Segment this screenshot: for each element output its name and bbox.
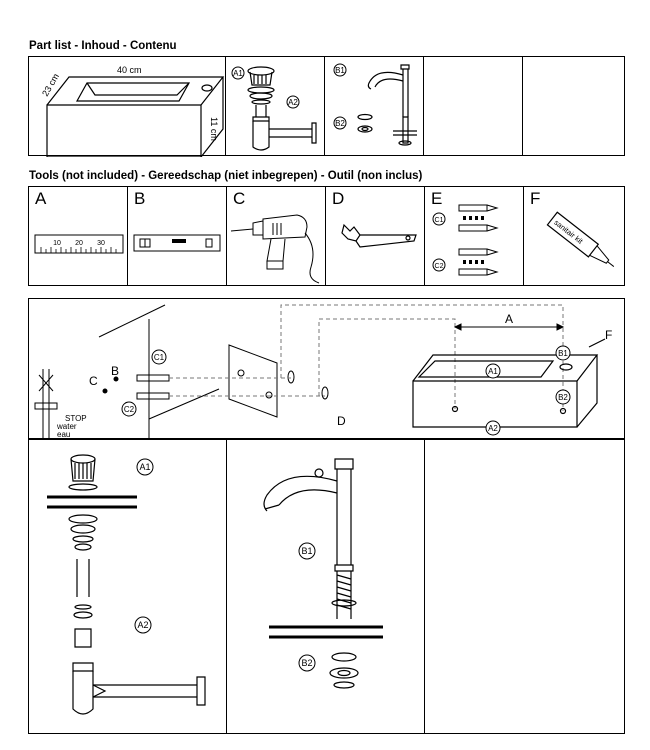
drill-icon [230, 214, 320, 284]
ruler-label-20: 20 [75, 240, 83, 247]
assembly-b2-label: B2 [301, 658, 312, 668]
ruler-label-10: 10 [53, 240, 61, 247]
drain-assembly-drawing: A1 A2 [47, 454, 206, 715]
ruler-label-30: 30 [97, 240, 105, 247]
tool-plugs-cell: E C1 C2 [425, 187, 524, 285]
sealant-tube-icon: sanitair kit [546, 211, 615, 267]
tool-f-letter: F [530, 189, 541, 208]
assembly-empty-cell [425, 439, 623, 733]
tools-heading: Tools (not included) - Gereedschap (niet… [29, 170, 423, 182]
part-empty-cell-2 [523, 57, 623, 155]
basin-drawing: 40 cm 23 cm 11 cm [40, 65, 225, 157]
part-list-heading: Part list - Inhoud - Contenu [29, 40, 177, 52]
tool-ruler-cell: A 10 20 30 [29, 187, 128, 285]
basin-depth-label: 23 cm [40, 72, 61, 98]
mount-b2-label: B2 [558, 393, 568, 402]
drain-assembly-cell: A1 A2 [29, 439, 227, 733]
wall-plugs-icon: C1 C2 [432, 204, 499, 276]
assembly-a2-label: A2 [137, 620, 148, 630]
water-label: water [56, 422, 77, 431]
tool-b-letter: B [134, 189, 146, 208]
tool-drill-cell: C [227, 187, 326, 285]
mount-c-label: C [89, 374, 98, 388]
mount-a2-label: A2 [488, 424, 498, 433]
mount-d-label: D [337, 414, 346, 428]
part-drain-cell: A1 A2 [226, 57, 325, 155]
part-basin-cell: 40 cm 23 cm 11 cm [29, 57, 226, 157]
part-list-grid: 40 cm 23 cm 11 cm A1 A2 [28, 56, 625, 157]
plug-c1-label: C1 [435, 217, 444, 224]
assembly-b1-label: B1 [301, 546, 312, 556]
part-empty-cell-1 [424, 57, 523, 155]
mount-c1-label: C1 [154, 353, 165, 362]
eau-label: eau [57, 430, 70, 438]
mount-f-label: F [605, 328, 612, 342]
tool-wrench-cell: D [326, 187, 425, 285]
wrench-icon [341, 223, 417, 248]
part-b2-label: B2 [335, 119, 345, 128]
tools-grid: A 10 20 30 B [28, 186, 625, 286]
assembly-a1-label: A1 [139, 462, 150, 472]
tap-assembly-drawing: B1 B2 [263, 458, 383, 689]
ruler-icon: 10 20 30 [34, 234, 124, 254]
mount-b1-label: B1 [558, 349, 568, 358]
mounting-panel: C B A D F C1 C2 B1 A1 B2 A2 STOP water e… [28, 298, 625, 440]
part-a2-label: A2 [288, 98, 298, 107]
assembly-grid: A1 A2 [28, 438, 625, 734]
mount-a-label: A [505, 312, 513, 326]
spirit-level-icon [133, 234, 221, 252]
tool-sealant-cell: F sanitair kit [524, 187, 624, 285]
drain-parts-drawing: A1 A2 [231, 66, 317, 151]
plug-c2-label: C2 [435, 263, 444, 270]
tap-assembly-cell: B1 B2 [227, 439, 425, 733]
mount-c2-label: C2 [124, 405, 135, 414]
stop-label: STOP [65, 414, 87, 423]
mount-a1-label: A1 [488, 367, 498, 376]
part-tap-cell: B1 B2 [325, 57, 424, 155]
tool-level-cell: B [128, 187, 227, 285]
tap-parts-drawing: B1 B2 [333, 63, 417, 146]
tool-a-letter: A [35, 189, 47, 208]
tool-e-letter: E [431, 189, 443, 208]
tool-c-letter: C [233, 189, 246, 208]
tool-d-letter: D [332, 189, 345, 208]
part-b1-label: B1 [335, 66, 345, 75]
basin-width-label: 40 cm [117, 65, 142, 75]
basin-height-label: 11 cm [209, 117, 219, 141]
mount-b-label: B [111, 364, 119, 378]
mounting-diagram: C B A D F C1 C2 B1 A1 B2 A2 STOP water e… [34, 304, 612, 439]
part-a1-label: A1 [233, 69, 243, 78]
